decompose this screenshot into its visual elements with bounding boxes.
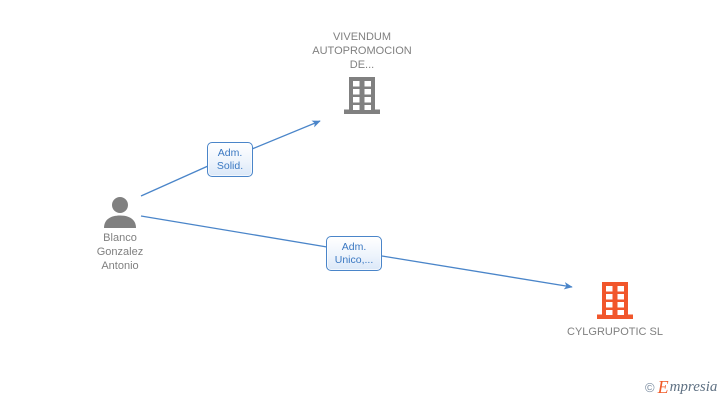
node-company-cylgrupotic-label: CYLGRUPOTIC SL — [567, 326, 663, 338]
edge-label-adm-solid[interactable]: Adm. Solid. — [207, 142, 253, 177]
edge-label-adm-unico[interactable]: Adm. Unico,... — [326, 236, 382, 271]
node-company-cylgrupotic[interactable]: CYLGRUPOTIC SL — [550, 281, 680, 339]
edge-adm-unico[interactable] — [140, 215, 573, 290]
node-company-vivendum-label: VIVENDUM AUTOPROMOCION DE... — [312, 31, 412, 71]
node-person-label: Blanco Gonzalez Antonio — [96, 232, 144, 272]
copyright-symbol: © — [645, 379, 655, 395]
edge-adm-solid[interactable] — [140, 120, 321, 197]
office-building-icon — [597, 282, 633, 319]
node-person[interactable]: Blanco Gonzalez Antonio — [60, 196, 180, 273]
node-company-vivendum[interactable]: VIVENDUM AUTOPROMOCION DE... — [297, 30, 427, 114]
empresia-watermark: © E mpresia — [645, 377, 717, 397]
office-building-icon — [344, 77, 380, 114]
person-silhouette-icon — [104, 197, 136, 228]
brand-name: mpresia — [669, 379, 718, 395]
brand-initial: E — [657, 377, 669, 397]
